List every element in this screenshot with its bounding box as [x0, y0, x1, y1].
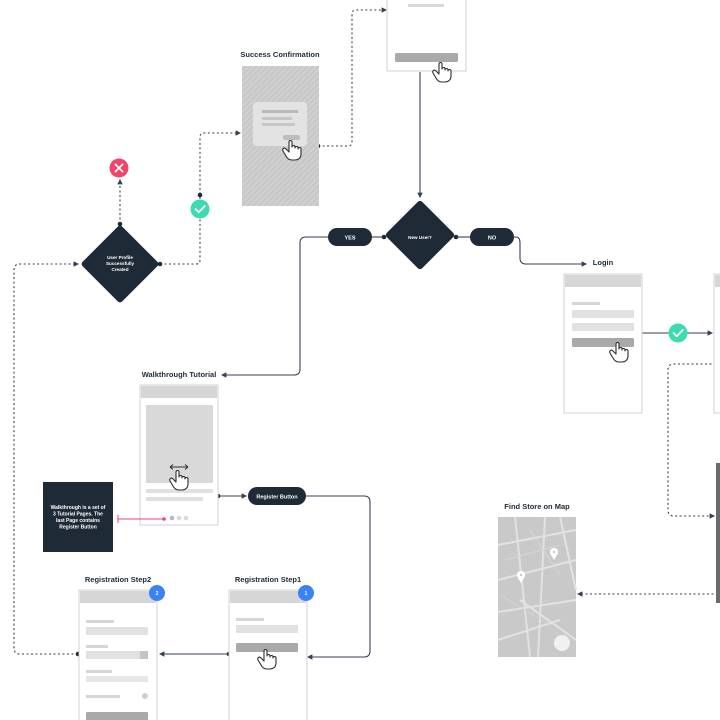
check-icon — [668, 323, 688, 343]
map-location-dot — [554, 635, 570, 651]
connector-step2-to-profile — [13, 261, 80, 655]
screen-walkthrough: Walkthrough Tutorial — [139, 370, 219, 526]
screen-title-find-store: Find Store on Map — [504, 502, 570, 511]
connector-right-down — [667, 363, 716, 519]
decision-user-profile: User Profile Successfully Created — [81, 225, 159, 303]
check-icon — [190, 199, 210, 219]
screen-right-partial — [713, 273, 720, 414]
pill-register-label: Register Button — [256, 495, 298, 501]
screen-title-success: Success Confirmation — [240, 50, 320, 59]
screen-success-confirmation: Success Confirmation — [240, 50, 320, 206]
note-line-4: Register Button — [59, 525, 97, 531]
screen-right-partial-lower — [716, 463, 720, 603]
pill-no: NO — [470, 228, 514, 246]
map-pin-icon — [550, 548, 558, 560]
screen-title-step2: Registration Step2 — [85, 575, 151, 584]
map-pin-icon — [517, 571, 525, 583]
connector-profile-to-success — [160, 130, 242, 265]
pill-register-button: Register Button — [248, 487, 306, 505]
step-badge: 1 — [298, 585, 314, 601]
pagination-dots — [169, 515, 189, 521]
note-line-3: last Page contains — [56, 518, 100, 524]
diamond-line-3: Created — [111, 267, 128, 272]
screen-title-walkthrough: Walkthrough Tutorial — [142, 370, 217, 379]
screen-top-partial — [386, 0, 467, 83]
connector-success-to-top — [318, 7, 388, 147]
pill-yes-label: YES — [344, 236, 355, 242]
connector-register-to-step1 — [306, 495, 371, 660]
diamond-new-user-label: New User? — [408, 235, 432, 240]
screen-title-step1: Registration Step1 — [235, 575, 301, 584]
screen-login: Login — [563, 258, 643, 414]
connector-yes-to-walkthrough — [220, 236, 328, 378]
step-badge: 2 — [149, 585, 165, 601]
screen-find-store: Find Store on Map — [497, 502, 577, 658]
decision-new-user: New User? — [385, 200, 455, 270]
screen-registration-step2: Registration Step2 2 — [78, 575, 165, 720]
diamond-line-2: Successfully — [106, 261, 135, 266]
screen-registration-step1: Registration Step1 1 — [228, 575, 314, 720]
connectors — [13, 7, 718, 660]
diamond-line-1: User Profile — [107, 255, 133, 260]
pill-yes: YES — [328, 228, 372, 246]
step-badge-number: 1 — [305, 591, 308, 597]
connector-no-to-login — [514, 236, 588, 267]
note-line-2: 3 Tutorial Pages. The — [53, 512, 103, 518]
note-line-1: Walkthrough is a set of — [51, 505, 106, 511]
pill-no-label: NO — [488, 236, 497, 242]
step-badge-number: 2 — [156, 591, 159, 597]
screen-title-login: Login — [593, 258, 614, 267]
close-icon — [109, 158, 129, 178]
swipe-icon — [169, 464, 189, 470]
note-walkthrough: Walkthrough is a set of 3 Tutorial Pages… — [43, 482, 166, 552]
